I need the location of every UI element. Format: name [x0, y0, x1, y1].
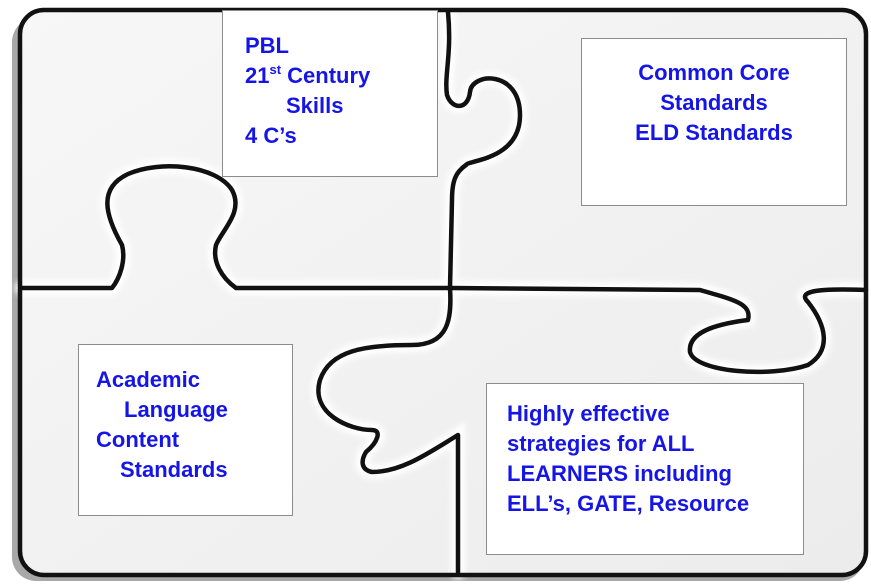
- strategies-label: strategies for ALL: [507, 431, 695, 456]
- content-label: Content: [96, 427, 180, 452]
- piece-bottom-right-textbox: Highly effective strategies for ALL LEAR…: [486, 383, 804, 555]
- learners-label: LEARNERS including: [507, 461, 732, 486]
- century-label: 21st Century: [245, 61, 371, 88]
- seam-lines: [19, 9, 869, 575]
- vertical-seam-top: [444, 9, 523, 291]
- language-label: Language: [124, 397, 228, 422]
- piece-top-left-textbox: PBL 21st Century Skills 4 C’s: [222, 10, 438, 177]
- pbl-label: PBL: [245, 33, 289, 58]
- piece-top-right-textbox: Common Core Standards ELD Standards: [581, 38, 847, 206]
- card-outline: [17, 7, 869, 578]
- horizontal-seam: [19, 164, 869, 375]
- content-standards-label: Standards: [120, 457, 228, 482]
- skills-label: Skills: [286, 93, 344, 118]
- four-cs-label: 4 C’s: [245, 123, 297, 148]
- standards-label: Standards: [660, 90, 768, 115]
- common-core-label: Common Core: [638, 60, 790, 85]
- highly-effective-label: Highly effective: [507, 401, 670, 426]
- ell-gate-resource-label: ELL’s, GATE, Resource: [507, 491, 750, 516]
- vertical-seam-bottom: [316, 285, 461, 575]
- eld-standards-label: ELD Standards: [635, 120, 793, 145]
- piece-bottom-left-textbox: Academic Language Content Standards: [78, 344, 293, 516]
- academic-label: Academic: [96, 367, 200, 392]
